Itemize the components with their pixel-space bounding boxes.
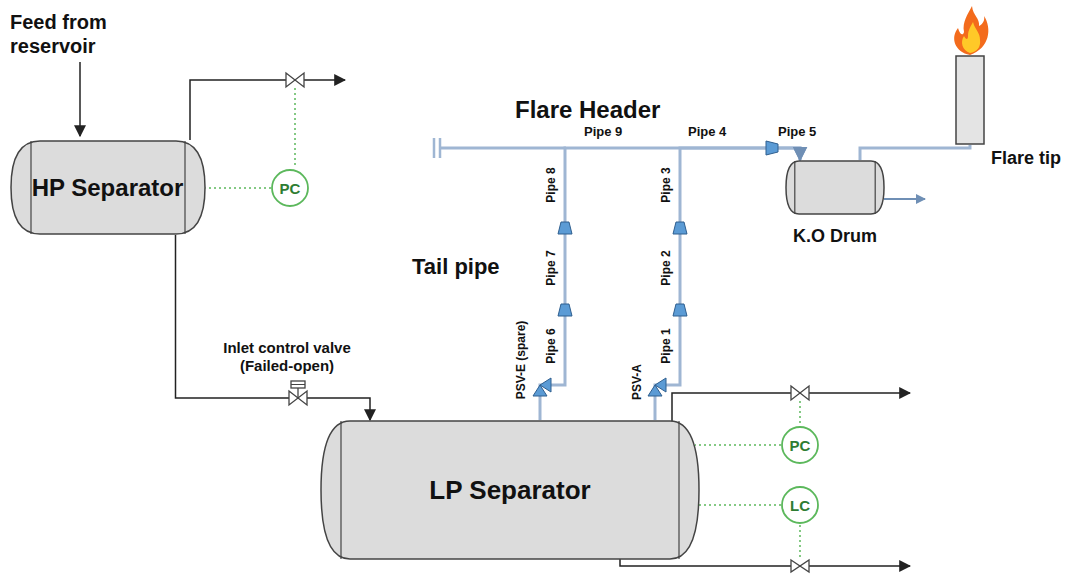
instrument-bubble: [782, 487, 818, 523]
valve-actuator-mark: [291, 384, 305, 385]
hp-gas-outlet: [190, 80, 345, 140]
node-label: LP Separator: [429, 475, 590, 506]
separator-vessel: LP Separator: [320, 420, 700, 560]
signal-line: [799, 401, 801, 425]
node-label: Flare tip: [991, 148, 1061, 169]
instrument-bubble: [782, 427, 818, 463]
valve-stem: [297, 388, 298, 398]
control-valve: [791, 560, 809, 572]
pipe-tag: Pipe 8: [544, 167, 558, 202]
valve-actuator: [291, 381, 305, 388]
blind-end: [439, 138, 442, 158]
knock-out-drum: K.O Drum: [785, 160, 885, 215]
signal-line: [699, 504, 781, 506]
pipe-tag: Pipe 7: [544, 250, 558, 285]
node-label: LC: [790, 497, 810, 514]
annotation-label: Inlet control valve (Failed-open): [198, 339, 376, 375]
pipe-tag: PSV-E (spare): [514, 321, 528, 400]
annotation-label: Pipe 4: [688, 124, 726, 140]
pressure-controller: PC: [781, 426, 819, 464]
node-label: PC: [790, 437, 811, 454]
pipe-tag: Pipe 1: [659, 328, 673, 363]
node-label: PC: [280, 180, 301, 197]
flare-pipe: [540, 148, 800, 420]
annotation-label: Pipe 5: [778, 124, 816, 140]
annotation-label: Flare Header: [515, 96, 660, 125]
vessel-body: [321, 421, 699, 559]
level-controller: LC: [781, 486, 819, 524]
annotation-label: Pipe 9: [584, 124, 622, 140]
flare-stack: Flare tip: [955, 55, 985, 145]
node-label: K.O Drum: [793, 226, 877, 247]
separator-vessel: HP Separator: [10, 140, 206, 235]
signal-line: [799, 525, 801, 559]
vessel-body: [786, 161, 884, 214]
flare-flame: [954, 6, 988, 55]
pipe-tag: PSV-A: [630, 364, 644, 400]
vessel-body: [11, 141, 205, 234]
stack-body: [956, 56, 984, 144]
annotation-label: Tail pipe: [412, 254, 500, 280]
signal-line: [294, 88, 296, 168]
node-label: HP Separator: [32, 174, 184, 202]
vessel-seam: [340, 421, 341, 559]
vessel-seam: [30, 141, 31, 234]
signal-line: [206, 187, 272, 189]
control-valve: [286, 73, 304, 87]
vessel-seam: [678, 421, 679, 559]
vessel-seam: [875, 161, 876, 214]
signal-line: [695, 444, 781, 446]
drum-outlet: [884, 198, 925, 200]
relief-valve: [533, 378, 551, 396]
pipe-reducer: [558, 141, 778, 316]
pipe-tag: Pipe 3: [659, 167, 673, 202]
annotation-label: Feed from reservoir: [10, 10, 122, 58]
pipe-tag: Pipe 2: [659, 250, 673, 285]
flare-pipe: [860, 145, 970, 160]
process-pipe: [176, 235, 371, 420]
knock-out-drum-outline: [785, 160, 885, 215]
relief-valve: [648, 378, 666, 396]
vessel-seam: [184, 141, 185, 234]
instrument-bubble: [272, 170, 308, 206]
flare-stack-outline: [955, 55, 985, 145]
pipe-tag: Pipe 6: [544, 328, 558, 363]
pressure-controller: PC: [271, 169, 309, 207]
flare-header-pipe: [441, 147, 566, 150]
blind-end: [433, 138, 436, 158]
control-valve: [791, 386, 809, 400]
vessel-seam: [794, 161, 795, 214]
flare-pipe: [655, 148, 800, 420]
feed-arrow: [79, 62, 81, 136]
